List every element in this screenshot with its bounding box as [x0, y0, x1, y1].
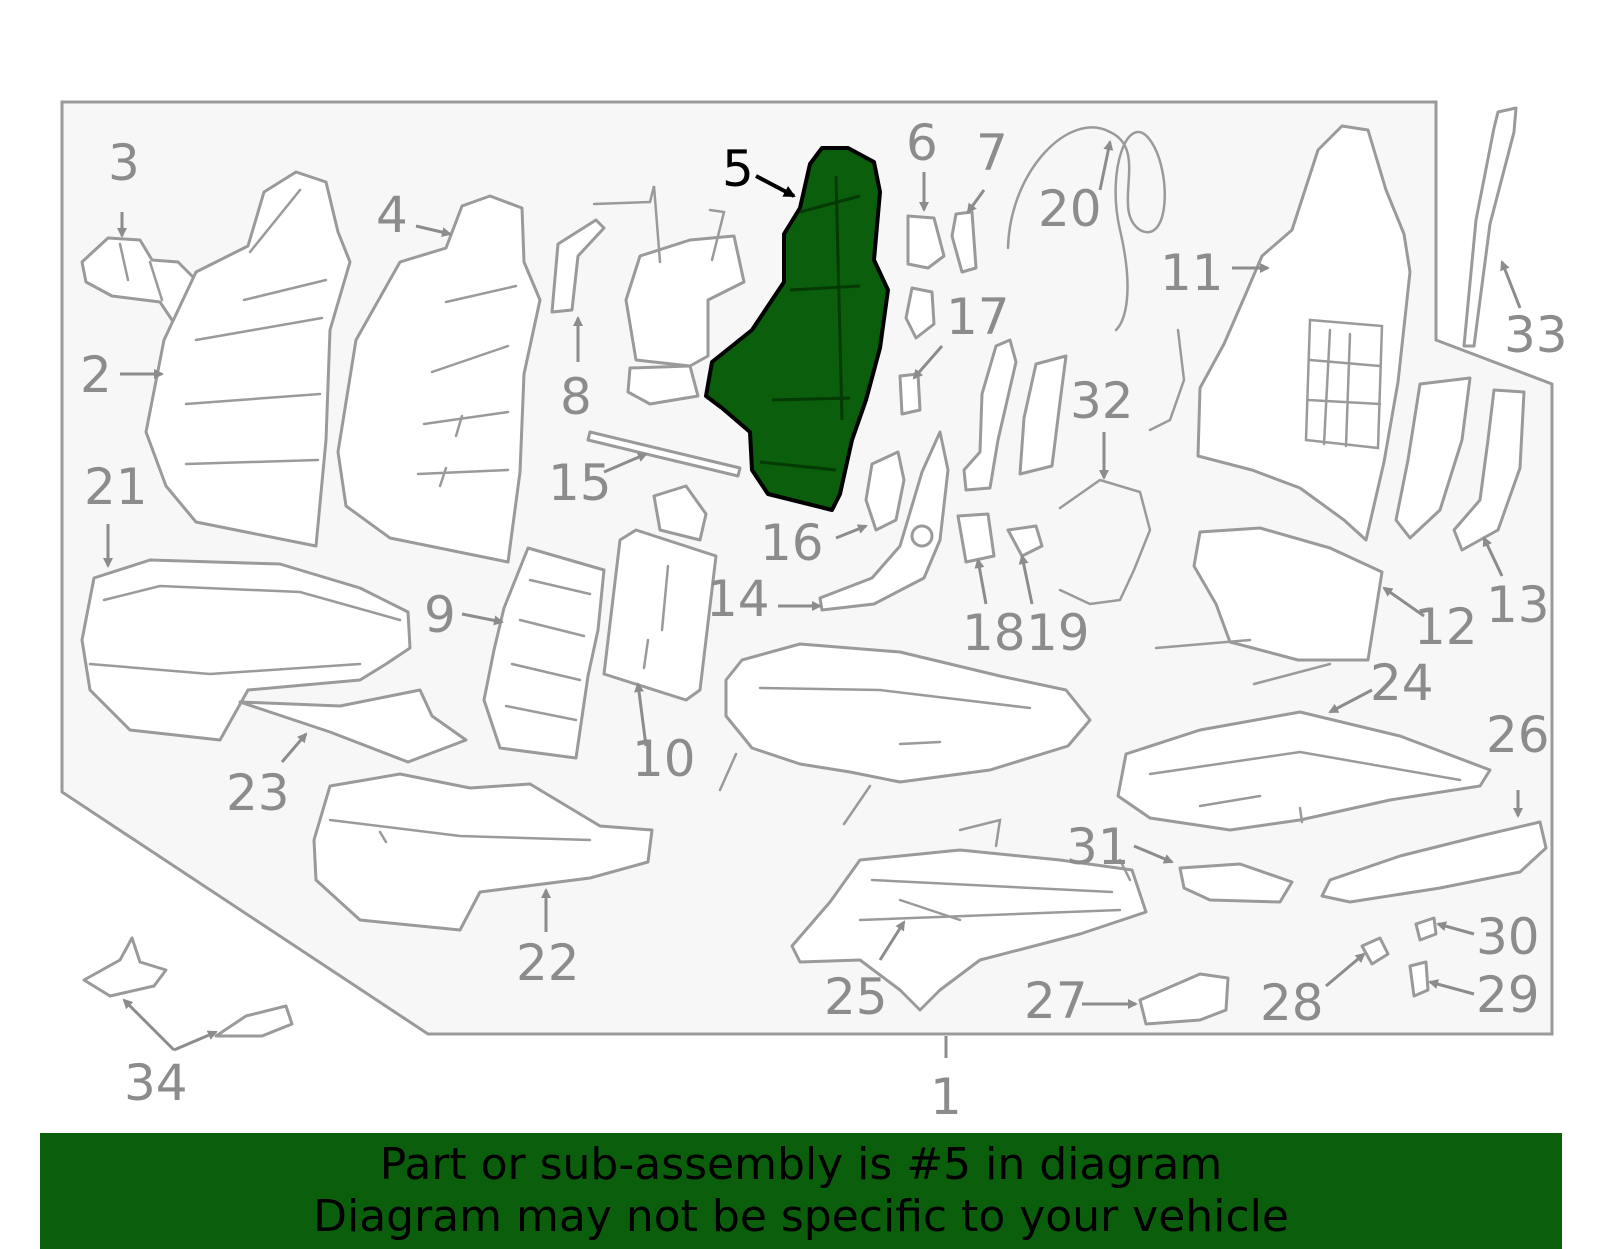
part-30-knob[interactable]	[1414, 916, 1438, 942]
callout-31: 31	[1066, 818, 1130, 876]
part-20-cable[interactable]	[1006, 126, 1166, 332]
callout-28: 28	[1260, 974, 1324, 1032]
part-29-knob[interactable]	[1408, 960, 1430, 998]
callout-10: 10	[632, 730, 696, 788]
callout-labels: 3 2 4 5 6 7 8 20 11 33 17 32 15 16 14 18…	[80, 114, 1568, 1126]
part-28-knob[interactable]	[1360, 936, 1390, 966]
part-26-side-trim[interactable]	[1320, 820, 1548, 904]
callout-15: 15	[548, 454, 612, 512]
callout-12: 12	[1414, 598, 1478, 656]
callout-18: 18	[962, 604, 1026, 662]
callout-2: 2	[80, 346, 112, 404]
leader-lines	[103, 140, 1523, 1058]
callout-27: 27	[1024, 972, 1088, 1030]
part-2-seat-back-cover[interactable]	[144, 170, 352, 548]
callout-34: 34	[124, 1054, 188, 1112]
part-9-mat[interactable]	[482, 546, 606, 760]
callout-5: 5	[722, 140, 754, 198]
info-banner: Part or sub-assembly is #5 in diagram Di…	[40, 1133, 1562, 1249]
callout-30: 30	[1476, 908, 1540, 966]
part-23-plate[interactable]	[238, 688, 468, 764]
part-14-hinge[interactable]	[818, 430, 950, 612]
part-34-caps[interactable]	[82, 936, 294, 1038]
callout-33: 33	[1504, 306, 1568, 364]
callout-29: 29	[1476, 966, 1540, 1024]
part-8-side-bracket[interactable]	[550, 218, 606, 314]
callout-8: 8	[560, 368, 592, 426]
callout-22: 22	[516, 934, 580, 992]
part-16-recliner[interactable]	[864, 450, 906, 532]
part-19-clip[interactable]	[1006, 524, 1044, 558]
callout-11: 11	[1160, 244, 1224, 302]
callout-1: 1	[930, 1068, 962, 1126]
part-13-side-trim[interactable]	[1394, 376, 1526, 552]
callout-3: 3	[108, 134, 140, 192]
callout-16: 16	[760, 514, 824, 572]
callout-9: 9	[424, 586, 456, 644]
callout-4: 4	[376, 186, 408, 244]
callout-6: 6	[906, 114, 938, 172]
callout-21: 21	[84, 458, 148, 516]
part-25-seat-track[interactable]	[790, 818, 1148, 1012]
callout-14: 14	[706, 570, 770, 628]
part-17-bracket[interactable]	[898, 286, 936, 416]
part-15-rod[interactable]	[586, 430, 742, 478]
callout-7: 7	[976, 124, 1008, 182]
callout-23: 23	[226, 764, 290, 822]
part-10-panel[interactable]	[602, 484, 718, 702]
part-12-seat-pan[interactable]	[1154, 526, 1384, 686]
part-33-rod[interactable]	[1462, 106, 1518, 348]
part-27-module[interactable]	[1138, 972, 1230, 1026]
part-4-seat-back-pad[interactable]	[336, 194, 542, 564]
part-side-rail[interactable]	[962, 338, 1068, 492]
callout-24: 24	[1370, 654, 1434, 712]
part-seat-cushion[interactable]	[718, 642, 1092, 826]
part-32-harness[interactable]	[1058, 328, 1186, 606]
banner-line-1: Part or sub-assembly is #5 in diagram	[379, 1139, 1223, 1190]
part-24-seat-frame[interactable]	[1116, 710, 1492, 832]
callout-20: 20	[1038, 180, 1102, 238]
callout-26: 26	[1486, 706, 1550, 764]
callout-17: 17	[946, 288, 1010, 346]
part-21-cushion-cover[interactable]	[80, 558, 412, 742]
part-31-switch[interactable]	[1178, 862, 1294, 904]
callout-13: 13	[1486, 576, 1550, 634]
part-18-bracket[interactable]	[956, 512, 996, 564]
callout-32: 32	[1070, 372, 1134, 430]
part-11-seat-back-shell[interactable]	[1196, 124, 1412, 542]
part-module-assembly[interactable]	[592, 185, 746, 406]
callout-19: 19	[1026, 604, 1090, 662]
part-22-cushion-pad[interactable]	[312, 772, 654, 932]
part-6-clip[interactable]	[906, 214, 946, 270]
callout-25: 25	[824, 968, 888, 1026]
part-5-seat-back-frame[interactable]	[704, 146, 890, 512]
banner-line-2: Diagram may not be specific to your vehi…	[313, 1191, 1289, 1242]
